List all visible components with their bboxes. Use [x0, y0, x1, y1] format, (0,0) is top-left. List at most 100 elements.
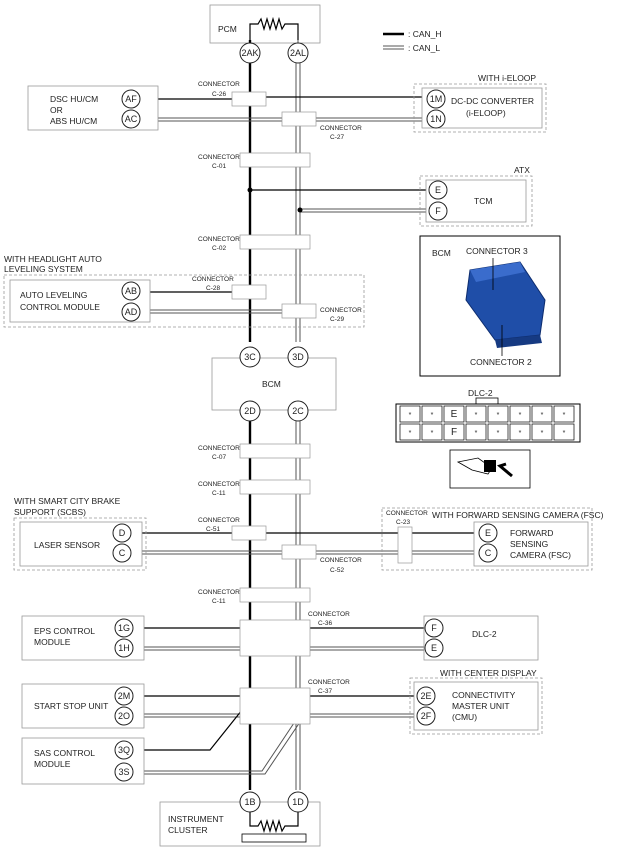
- fsc-camera-module: WITH FORWARD SENSING CAMERA (FSC) FORWAR…: [381, 507, 604, 571]
- connector-c52-label: C-52: [330, 567, 344, 574]
- dlc-pin-cell: [443, 405, 465, 423]
- svg-text:CONTROL MODULE: CONTROL MODULE: [20, 302, 100, 312]
- dlc-pin-label: F: [451, 427, 457, 438]
- svg-text:F: F: [431, 623, 437, 633]
- connector-c07-label: C-07: [212, 454, 226, 461]
- dcdc-converter-module: WITH i-ELOOP DC-DC CONVERTER (i-ELOOP) 1…: [413, 73, 547, 133]
- svg-text:CONNECTOR: CONNECTOR: [198, 236, 240, 243]
- svg-text:CLUSTER: CLUSTER: [168, 825, 208, 835]
- dlc-pin-label: *: [563, 430, 566, 437]
- dlc-pin-cell: [487, 423, 509, 441]
- svg-text:BCM: BCM: [262, 379, 281, 389]
- dlc-pin-cell: [531, 423, 553, 441]
- svg-text:SUPPORT (SCBS): SUPPORT (SCBS): [14, 507, 86, 517]
- instrument-cluster-module: INSTRUMENT CLUSTER 1B 1D: [159, 791, 321, 847]
- legend: : CAN_H : CAN_L: [383, 29, 442, 53]
- svg-text:INSTRUMENT: INSTRUMENT: [168, 814, 224, 824]
- dlc-pin-cell: [399, 405, 421, 423]
- svg-text:OR: OR: [50, 105, 63, 115]
- svg-text:ATX: ATX: [514, 165, 530, 175]
- connector-c23-label: C-23: [396, 519, 410, 526]
- connector-c26-label: C-26: [212, 91, 226, 98]
- dlc2-module: DLC-2 F E: [423, 615, 539, 661]
- svg-text:2E: 2E: [420, 691, 431, 701]
- pcm-pin-can-l: [287, 42, 309, 64]
- svg-text:EPS CONTROL: EPS CONTROL: [34, 626, 95, 636]
- pcm-label: PCM: [218, 24, 237, 34]
- svg-text:CONNECTOR: CONNECTOR: [198, 481, 240, 488]
- svg-text:E: E: [485, 528, 491, 538]
- tcm-module: ATX TCM E F: [419, 165, 533, 227]
- connector-c11a-label: C-11: [212, 490, 226, 497]
- pcm-module: PCM 2AK 2AL: [209, 4, 321, 64]
- connector-c27-label: C-27: [330, 134, 344, 141]
- svg-text:3Q: 3Q: [118, 745, 130, 755]
- svg-text:2C: 2C: [292, 406, 304, 416]
- eps-control-module: EPS CONTROL MODULE 1G 1H: [21, 615, 145, 661]
- bcm-connector-photo: BCM CONNECTOR 3 CONNECTOR 2: [419, 235, 561, 377]
- cmu-module: WITH CENTER DISPLAY CONNECTIVITY MASTER …: [409, 668, 543, 735]
- dlc-pin-label: *: [409, 430, 412, 437]
- svg-text:DC-DC CONVERTER: DC-DC CONVERTER: [451, 96, 534, 106]
- pcm-pin-can-h: [239, 42, 261, 64]
- dlc-pin-label: *: [497, 430, 500, 437]
- dlc-pin-cell: [553, 405, 575, 423]
- svg-text:CONNECTOR: CONNECTOR: [308, 679, 350, 686]
- svg-text:WITH SMART CITY BRAKE: WITH SMART CITY BRAKE: [14, 496, 121, 506]
- svg-text:CONNECTIVITY: CONNECTIVITY: [452, 690, 516, 700]
- dlc-pin-cell: [465, 423, 487, 441]
- svg-text:3D: 3D: [292, 352, 304, 362]
- connector-c02-label: C-02: [212, 245, 226, 252]
- legend-can-h: : CAN_H: [408, 29, 442, 39]
- svg-text:WITH CENTER DISPLAY: WITH CENTER DISPLAY: [440, 668, 537, 678]
- svg-text:ABS HU/CM: ABS HU/CM: [50, 116, 97, 126]
- svg-text:CONNECTOR: CONNECTOR: [320, 307, 362, 314]
- svg-text:START STOP UNIT: START STOP UNIT: [34, 701, 108, 711]
- dlc-pin-label: *: [475, 430, 478, 437]
- svg-text:LEVELING SYSTEM: LEVELING SYSTEM: [4, 264, 83, 274]
- svg-text:CONNECTOR: CONNECTOR: [198, 154, 240, 161]
- svg-text:WITH FORWARD SENSING CAMERA (F: WITH FORWARD SENSING CAMERA (FSC): [432, 510, 604, 520]
- dlc-pin-cell: [421, 423, 443, 441]
- svg-text:AUTO LEVELING: AUTO LEVELING: [20, 290, 87, 300]
- svg-text:1H: 1H: [118, 643, 130, 653]
- connector-c37-label: C-37: [318, 688, 332, 695]
- svg-text:2AL: 2AL: [290, 48, 306, 58]
- svg-text:AF: AF: [125, 94, 137, 104]
- svg-text:1D: 1D: [292, 797, 304, 807]
- dlc-pin-label: *: [497, 412, 500, 419]
- svg-text:E: E: [435, 185, 441, 195]
- svg-text:3S: 3S: [118, 767, 129, 777]
- svg-text:(CMU): (CMU): [452, 712, 477, 722]
- svg-text:2D: 2D: [244, 406, 256, 416]
- svg-text:CONNECTOR: CONNECTOR: [198, 589, 240, 596]
- dlc-pin-label: *: [409, 412, 412, 419]
- legend-can-l: : CAN_L: [408, 43, 440, 53]
- start-stop-unit: START STOP UNIT 2M 2O: [21, 683, 145, 729]
- svg-text:CONNECTOR: CONNECTOR: [198, 445, 240, 452]
- svg-text:CONNECTOR: CONNECTOR: [198, 517, 240, 524]
- dlc-pin-label: *: [431, 412, 434, 419]
- dlc-pin-label: *: [519, 430, 522, 437]
- dlc-pin-cell: [421, 405, 443, 423]
- svg-text:2M: 2M: [118, 691, 131, 701]
- dlc-pin-cell: [487, 405, 509, 423]
- svg-text:SENSING: SENSING: [510, 539, 548, 549]
- dlc-pin-cell: [509, 423, 531, 441]
- svg-text:BCM: BCM: [432, 248, 451, 258]
- svg-text:TCM: TCM: [474, 196, 492, 206]
- bcm-module: BCM 3C 3D 2D 2C: [211, 346, 337, 422]
- auto-leveling-module: WITH HEADLIGHT AUTO LEVELING SYSTEM AUTO…: [3, 254, 365, 328]
- connector-c29-label: C-29: [330, 316, 344, 323]
- connector-c28-label: C-28: [206, 285, 220, 292]
- dlc-pin-cell: [509, 405, 531, 423]
- svg-text:E: E: [431, 643, 437, 653]
- svg-text:CONNECTOR: CONNECTOR: [386, 510, 428, 517]
- svg-text:(i-ELOOP): (i-ELOOP): [466, 108, 506, 118]
- svg-text:C: C: [485, 548, 492, 558]
- svg-text:AB: AB: [125, 286, 137, 296]
- dlc-pin-cell: [399, 423, 421, 441]
- svg-text:CAMERA (FSC): CAMERA (FSC): [510, 550, 571, 560]
- dlc-pin-label: *: [541, 430, 544, 437]
